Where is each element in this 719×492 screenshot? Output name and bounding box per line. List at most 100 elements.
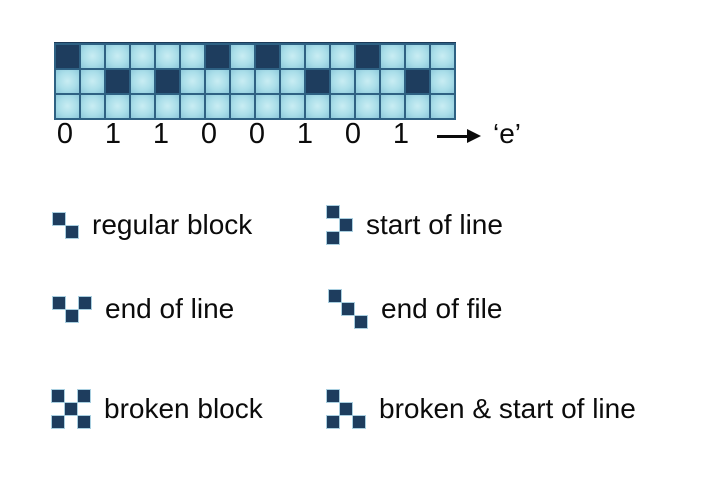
block-square: [352, 415, 366, 429]
end-of-line-icon: [52, 295, 92, 323]
grid-cell-light: [56, 95, 79, 118]
grid-cell-light: [281, 70, 304, 93]
block-square: [77, 415, 91, 429]
grid-cell-light: [406, 45, 429, 68]
grid-cell-light: [381, 45, 404, 68]
grid-cell-light: [331, 70, 354, 93]
legend-item-end-of-line: end of line: [52, 287, 234, 331]
legend-item-end-of-file: end of file: [328, 287, 502, 331]
block-square: [64, 402, 78, 416]
legend-label: broken & start of line: [379, 393, 636, 424]
grid-cell-dark: [306, 70, 329, 93]
grid-cell-light: [406, 95, 429, 118]
grid-cell-light: [106, 45, 129, 68]
grid-cell-light: [281, 45, 304, 68]
grid-cell-light: [156, 95, 179, 118]
bit-label: 0: [248, 118, 266, 150]
legend-item-broken-and-start-of-line: broken & start of line: [326, 387, 636, 431]
right-arrow-icon: [437, 128, 481, 144]
grid-cell-light: [306, 45, 329, 68]
block-square: [65, 224, 79, 239]
grid-cell-light: [231, 70, 254, 93]
grid-cell-dark: [356, 45, 379, 68]
grid-cell-light: [81, 70, 104, 93]
grid-cell-light: [356, 70, 379, 93]
block-square: [52, 211, 66, 226]
grid-cell-light: [356, 95, 379, 118]
grid-cell-dark: [106, 70, 129, 93]
grid-cell-light: [431, 45, 454, 68]
grid-cell-light: [206, 70, 229, 93]
grid-cell-light: [331, 45, 354, 68]
legend-item-broken-block: broken block: [51, 387, 263, 431]
block-square: [51, 389, 65, 403]
grid-cell-light: [131, 95, 154, 118]
grid-cell-light: [81, 45, 104, 68]
block-square: [328, 289, 342, 303]
block-square: [326, 415, 340, 429]
start-of-line-icon: [326, 205, 353, 245]
grid-cell-light: [131, 45, 154, 68]
grid-cell-light: [281, 95, 304, 118]
grid-cell-light: [181, 95, 204, 118]
legend-label: regular block: [92, 209, 253, 240]
block-square: [52, 295, 66, 310]
legend-label: end of file: [381, 293, 503, 324]
grid-cell-light: [431, 95, 454, 118]
legend-label: start of line: [366, 209, 503, 240]
grid-cell-light: [56, 70, 79, 93]
decoded-char-label: ‘e’: [493, 118, 522, 149]
broken-block-icon: [51, 389, 91, 429]
block-square: [77, 389, 91, 403]
grid-cell-dark: [56, 45, 79, 68]
block-square: [326, 205, 340, 219]
bit-label: 1: [296, 118, 314, 150]
grid-cell-light: [306, 95, 329, 118]
grid-cell-dark: [406, 70, 429, 93]
regular-block-icon: [52, 211, 79, 239]
legend-label: broken block: [104, 393, 263, 424]
grid-cell-light: [231, 95, 254, 118]
grid-cell-light: [431, 70, 454, 93]
grid-cell-light: [181, 70, 204, 93]
grid-cell-light: [381, 95, 404, 118]
grid-cell-light: [81, 95, 104, 118]
bit-label: 1: [152, 118, 170, 150]
block-square: [51, 415, 65, 429]
bit-label: 0: [344, 118, 362, 150]
legend-item-start-of-line: start of line: [326, 203, 503, 247]
legend-item-regular-block: regular block: [52, 203, 252, 247]
broken-start-of-line-icon: [326, 389, 366, 429]
end-of-file-icon: [328, 289, 368, 329]
block-square: [326, 389, 340, 403]
grid-cell-light: [381, 70, 404, 93]
arrow-line: [437, 135, 468, 138]
grid-cell-light: [231, 45, 254, 68]
arrow-head: [467, 129, 481, 143]
grid-cell-light: [256, 70, 279, 93]
bit-label: 1: [392, 118, 410, 150]
block-square: [78, 295, 92, 310]
encoded-block-grid: [54, 42, 456, 120]
grid-cell-light: [181, 45, 204, 68]
grid-cell-light: [206, 95, 229, 118]
bit-label: 1: [104, 118, 122, 150]
block-square: [339, 402, 353, 416]
grid-cell-dark: [206, 45, 229, 68]
grid-cell-light: [106, 95, 129, 118]
grid-cell-dark: [156, 70, 179, 93]
grid-cell-dark: [256, 45, 279, 68]
legend-label: end of line: [105, 293, 235, 324]
block-square: [326, 231, 340, 245]
grid-cell-light: [256, 95, 279, 118]
block-square: [341, 302, 355, 316]
block-square: [65, 308, 79, 323]
bit-label: 0: [200, 118, 218, 150]
block-square: [339, 218, 353, 232]
bit-label: 0: [56, 118, 74, 150]
block-square: [354, 315, 368, 329]
grid-cell-light: [131, 70, 154, 93]
grid-cell-light: [331, 95, 354, 118]
